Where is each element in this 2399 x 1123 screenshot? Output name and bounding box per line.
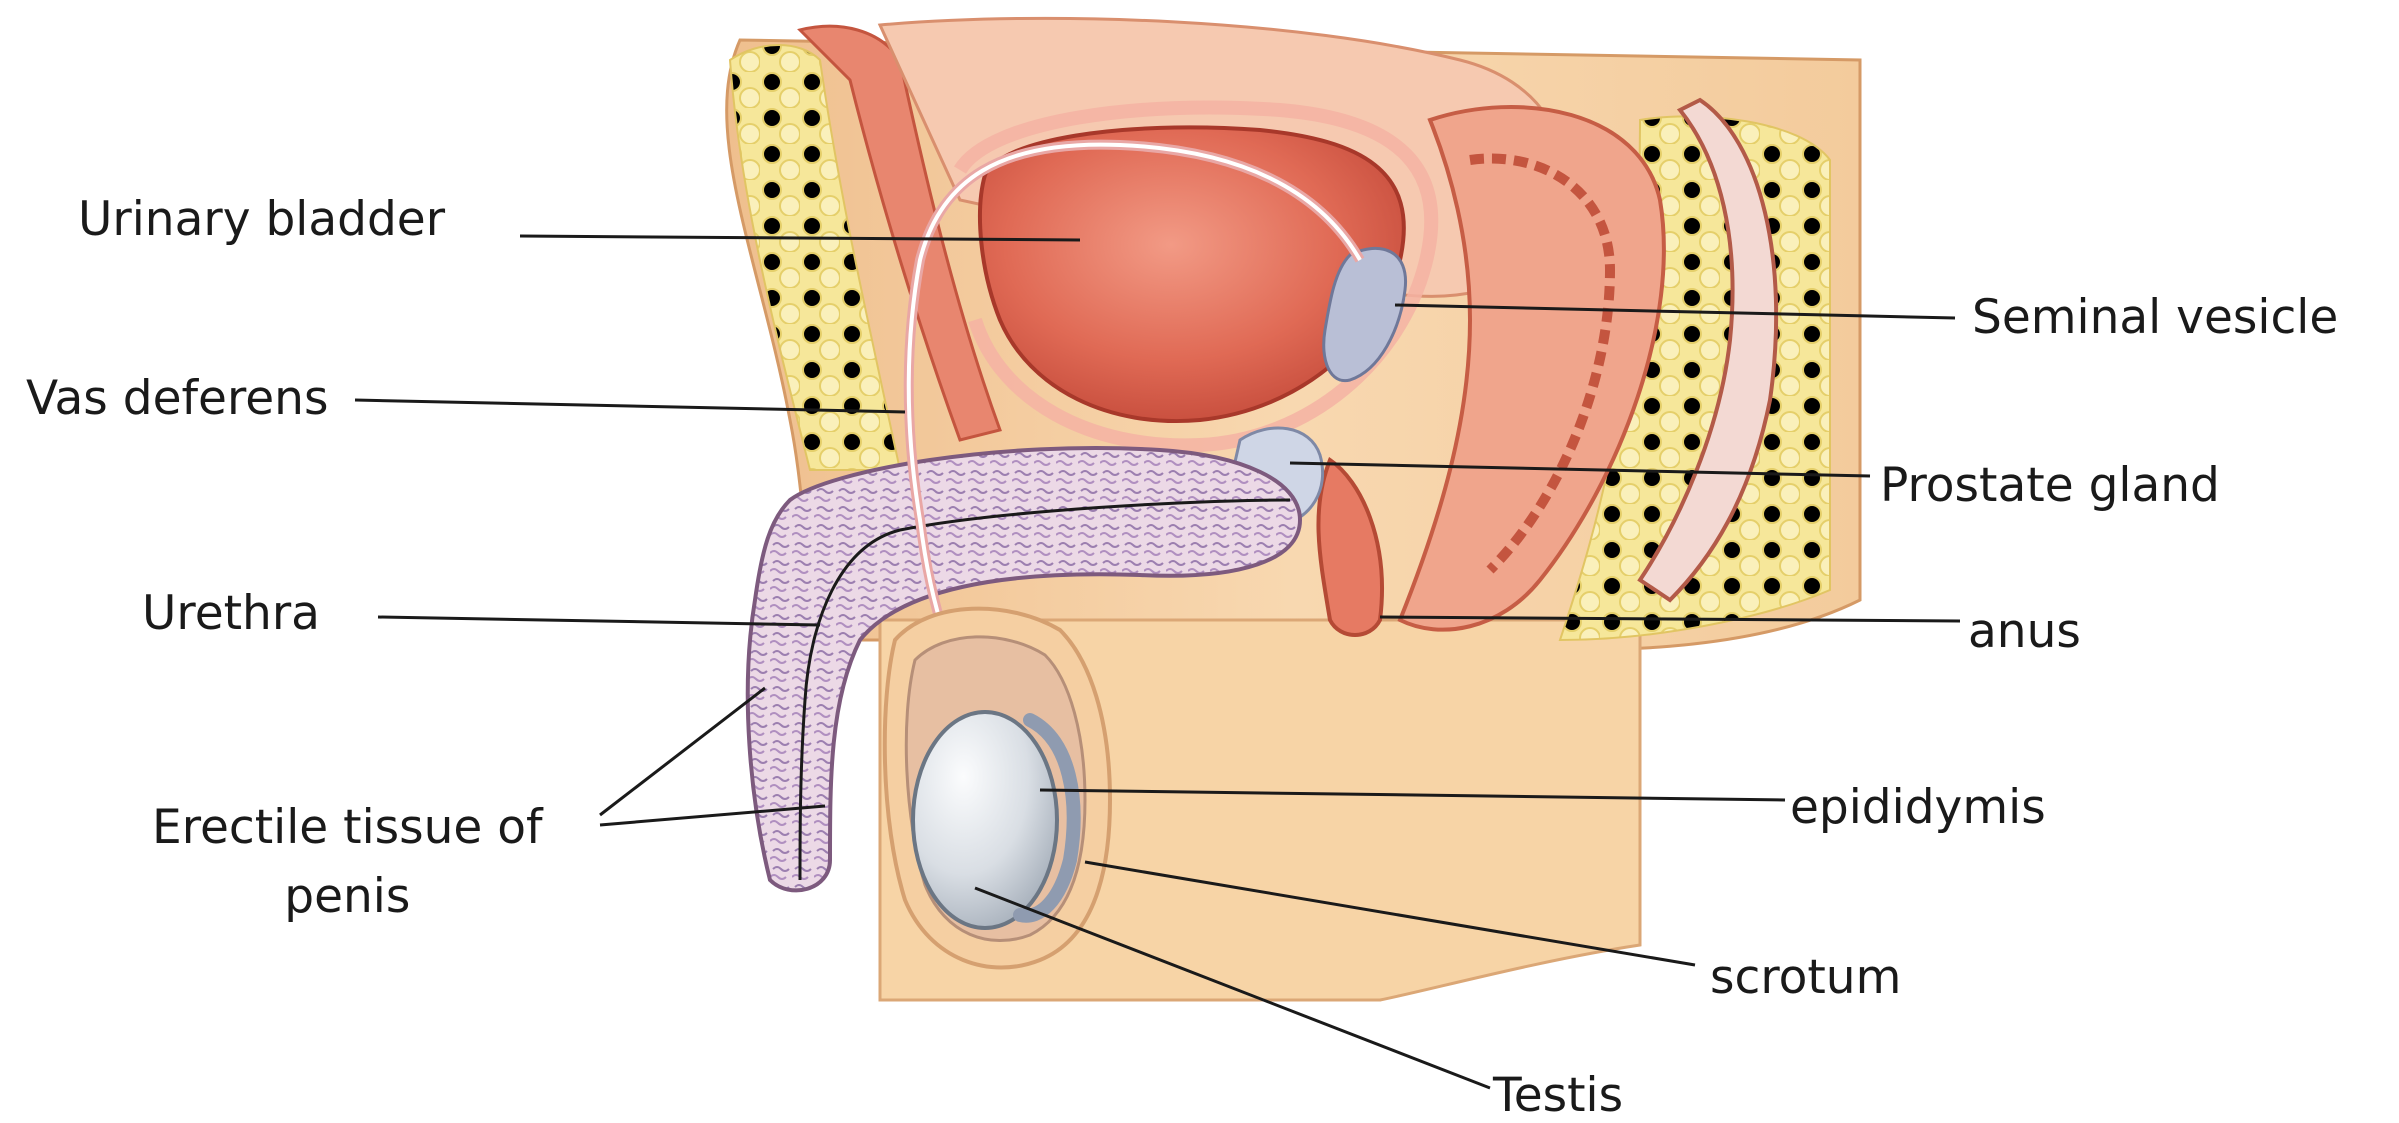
label-testis: Testis — [1493, 1072, 1623, 1119]
label-seminal-vesicle: Seminal vesicle — [1972, 294, 2338, 341]
leader-erectile-tissue-a — [600, 688, 765, 815]
testis — [913, 712, 1057, 928]
label-erectile-tissue: Erectile tissue of penis — [152, 804, 543, 920]
label-erectile-tissue-line1: Erectile tissue of — [152, 804, 543, 851]
label-prostate-gland: Prostate gland — [1880, 462, 2220, 509]
label-scrotum: scrotum — [1710, 954, 1901, 1001]
label-urinary-bladder: Urinary bladder — [78, 196, 445, 243]
label-vas-deferens: Vas deferens — [26, 375, 328, 422]
label-urethra: Urethra — [142, 590, 320, 637]
label-anus: anus — [1968, 608, 2081, 655]
label-epididymis: epididymis — [1790, 784, 2046, 831]
label-erectile-tissue-line2: penis — [152, 873, 543, 920]
